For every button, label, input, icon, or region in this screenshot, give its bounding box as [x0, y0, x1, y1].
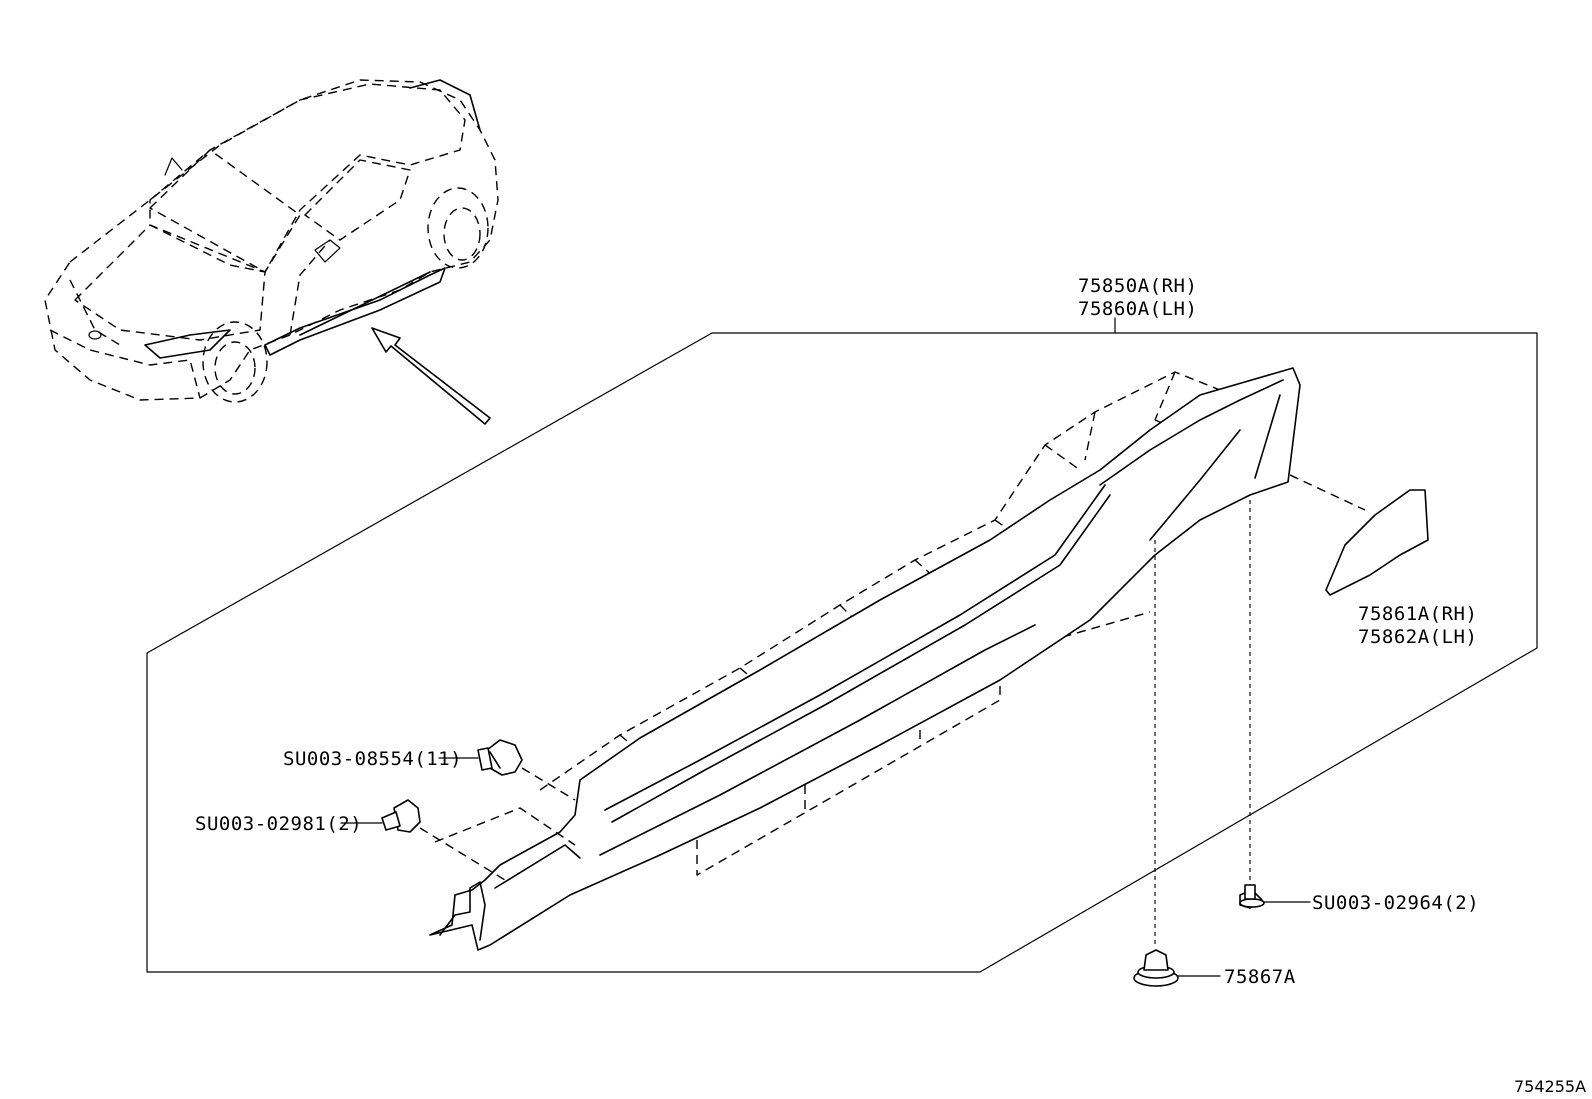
car-illustration [44, 79, 499, 425]
label-extension-lh: 75862A(LH) [1358, 626, 1477, 648]
label-clip-08554: SU003-08554(11) [283, 748, 462, 770]
label-clip-02981: SU003-02981(2) [195, 813, 362, 835]
rocker-extension [1289, 474, 1429, 596]
label-grommet: 75867A [1224, 966, 1296, 988]
label-extension-rh: 75861A(RH) [1358, 603, 1477, 625]
assembly-frame [146, 317, 1538, 973]
label-clip-02964: SU003-02964(2) [1312, 892, 1479, 914]
clip-02964 [1239, 500, 1311, 909]
label-rocker-lh: 75860A(LH) [1078, 298, 1197, 320]
grommet-75867 [1133, 540, 1221, 987]
figure-id: 754255A [1514, 1077, 1586, 1096]
rocker-panel [429, 367, 1301, 951]
label-rocker-rh: 75850A(RH) [1078, 275, 1197, 297]
clip-08554 [438, 739, 576, 801]
clip-02981 [340, 799, 576, 881]
